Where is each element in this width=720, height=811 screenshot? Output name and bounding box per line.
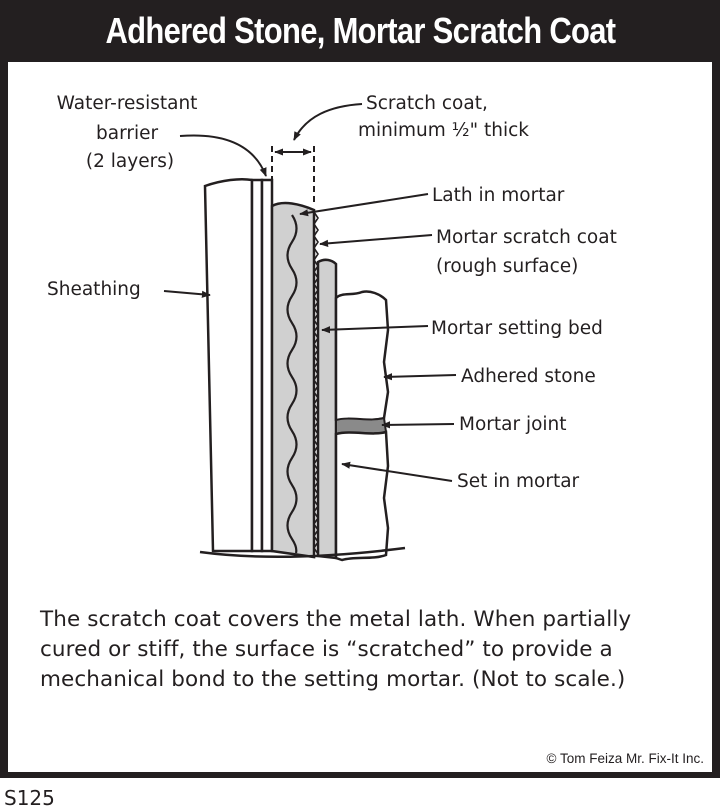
title-bar: Adhered Stone, Mortar Scratch Coat <box>0 0 720 62</box>
label-barrier: Water-resistant barrier (2 layers) <box>57 93 204 172</box>
label-adhered-stone: Adhered stone <box>461 366 596 387</box>
leader-sheathing <box>163 290 211 298</box>
page-title: Adhered Stone, Mortar Scratch Coat <box>105 10 616 51</box>
lath-in-mortar <box>286 214 298 554</box>
adhered-stone-upper <box>334 290 390 424</box>
label-scratch-coat: Scratch coat, minimum ½" thick <box>358 93 529 141</box>
sheathing <box>203 178 254 553</box>
figure-code: S125 <box>4 786 55 810</box>
copyright-credit: © Tom Feiza Mr. Fix-It Inc. <box>546 751 704 766</box>
label-mortar-joint: Mortar joint <box>459 414 567 435</box>
leader-set-in-mortar <box>341 461 453 482</box>
leader-lath <box>299 193 429 217</box>
label-lath: Lath in mortar <box>432 185 565 206</box>
leader-adhered-stone <box>383 373 457 381</box>
barrier-layer-1 <box>250 178 264 553</box>
barrier-layer-2 <box>260 178 274 553</box>
leader-mortar-joint <box>381 421 455 429</box>
ground-line <box>199 546 406 559</box>
label-sheathing: Sheathing <box>47 279 141 300</box>
label-set-in-mortar: Set in mortar <box>457 471 580 492</box>
label-mortar-scratch: Mortar scratch coat (rough surface) <box>436 227 623 277</box>
leader-scratch-coat <box>293 103 363 141</box>
caption: The scratch coat covers the metal lath. … <box>40 607 632 692</box>
label-setting-bed: Mortar setting bed <box>431 318 603 339</box>
mortar-setting-bed <box>316 258 338 560</box>
leader-setting-bed <box>321 325 429 334</box>
leader-mortar-scratch <box>319 234 433 247</box>
scratch-texture <box>313 211 319 555</box>
adhered-stone-lower <box>334 430 390 562</box>
mortar-joint <box>335 416 388 436</box>
leader-barrier <box>179 134 267 177</box>
